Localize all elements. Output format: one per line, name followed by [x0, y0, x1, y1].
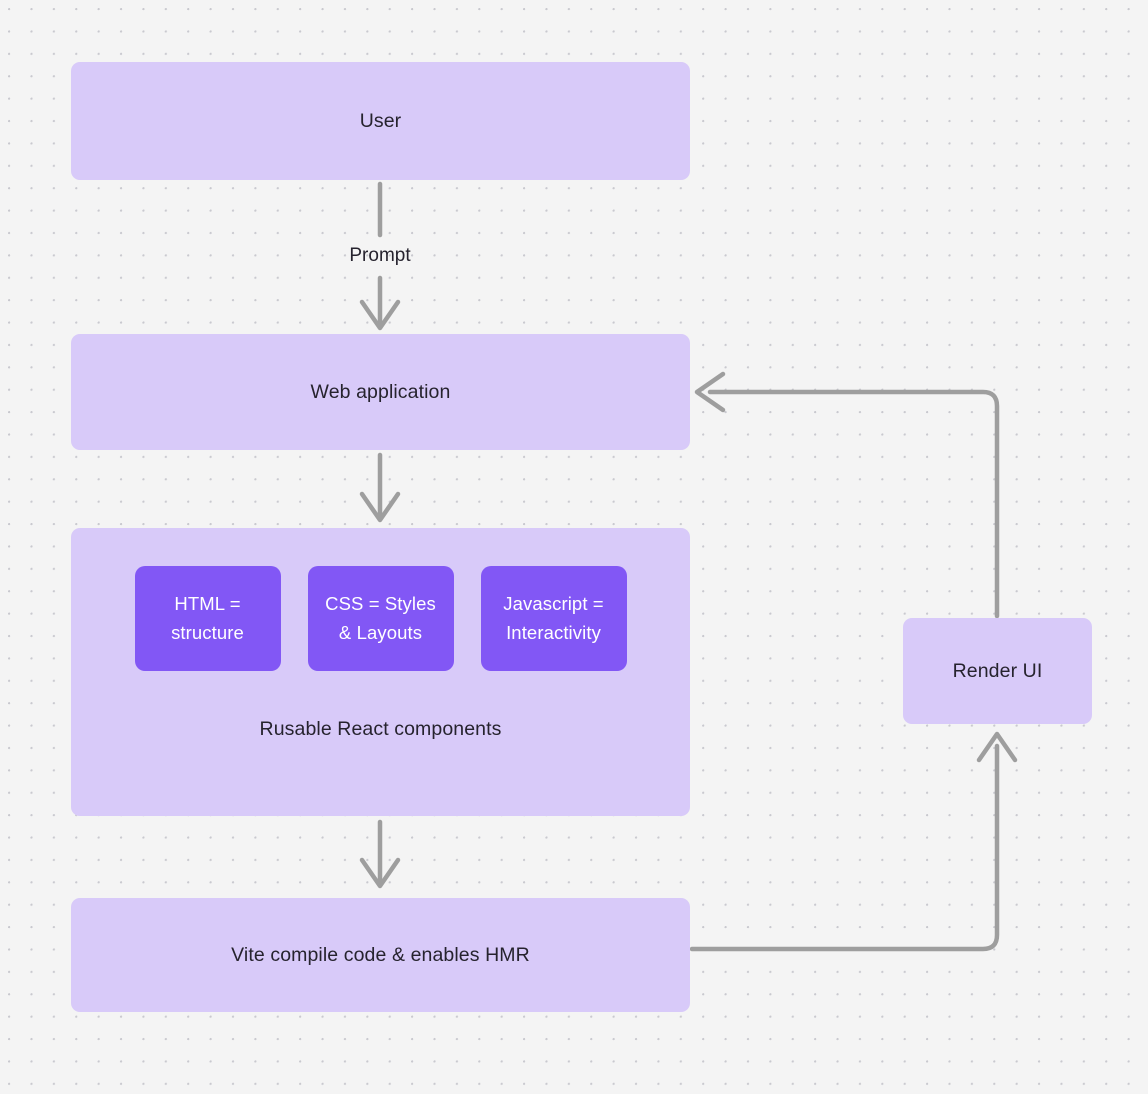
inner-node-row: HTML = structure CSS = Styles & Layouts … [71, 566, 690, 671]
node-user-label: User [359, 109, 402, 132]
arrowhead-group-to-vite [359, 857, 401, 889]
arrowhead-vite-to-render [976, 731, 1018, 763]
arrowhead-render-to-webapp [694, 371, 726, 413]
node-user[interactable]: User [71, 62, 690, 180]
inner-node-css[interactable]: CSS = Styles & Layouts [307, 566, 454, 671]
inner-node-css-label: CSS = Styles & Layouts [325, 592, 436, 643]
node-web-application-label: Web application [310, 380, 451, 403]
inner-node-html-label: HTML = structure [171, 592, 244, 643]
edge-label-prompt: Prompt [349, 245, 411, 266]
arrowhead-webapp-to-group [359, 491, 401, 523]
edge-render-to-webapp [707, 389, 1000, 619]
node-render-ui[interactable]: Render UI [903, 618, 1092, 724]
edge-vite-to-render [689, 743, 1000, 952]
node-vite-label: Vite compile code & enables HMR [231, 943, 530, 966]
inner-node-html[interactable]: HTML = structure [134, 566, 281, 671]
node-react-components-caption: Rusable React components [259, 718, 502, 740]
node-web-application[interactable]: Web application [71, 334, 690, 450]
inner-node-javascript-label: Javascript = Interactivity [503, 592, 604, 643]
node-react-components-group[interactable]: HTML = structure CSS = Styles & Layouts … [71, 528, 690, 816]
arrowhead-prompt-to-webapp [359, 299, 401, 331]
inner-node-javascript[interactable]: Javascript = Interactivity [480, 566, 627, 671]
node-render-ui-label: Render UI [952, 659, 1043, 682]
node-vite[interactable]: Vite compile code & enables HMR [71, 898, 690, 1012]
